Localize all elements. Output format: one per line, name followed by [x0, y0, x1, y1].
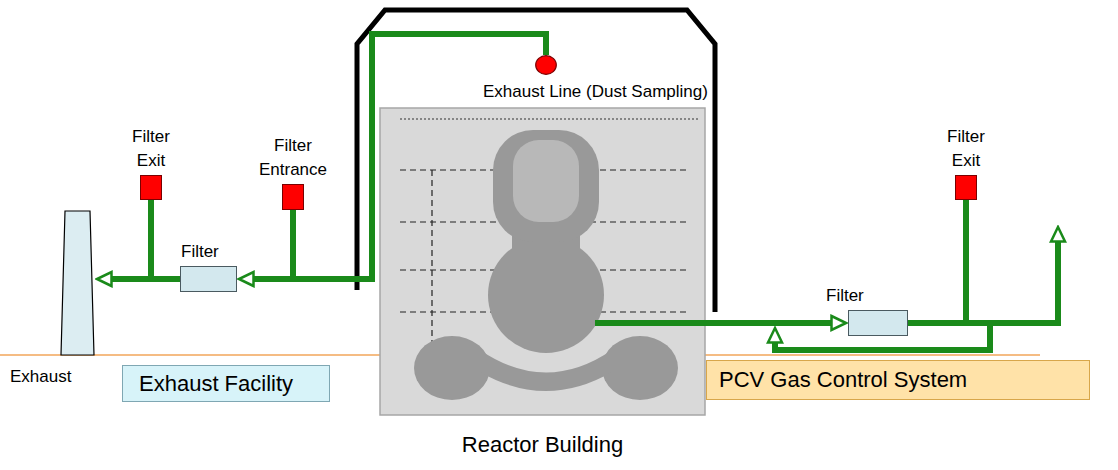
label-holder: Exhaust Line (Dust Sampling) — [483, 82, 708, 102]
part-label: Filter Entrance — [250, 134, 336, 183]
stack-shape — [60, 210, 95, 355]
sampling-point: Filter Exit — [140, 175, 162, 200]
filter-box: Filter — [180, 266, 237, 292]
reactor-illustration — [380, 108, 705, 415]
pipe-connector — [705, 320, 835, 326]
sampling-ellipse — [535, 55, 557, 75]
label-holder: PCV Gas Control System — [719, 367, 967, 393]
part-label: Filter Exit — [119, 125, 183, 174]
filter-box: Filter — [848, 310, 908, 336]
dust-sampling-point: Exhaust Line (Dust Sampling) — [535, 55, 557, 75]
label-holder: Filter — [181, 242, 219, 262]
label-holder: Filter Entrance — [250, 134, 336, 183]
label-holder: Reactor Building — [380, 432, 705, 458]
label-holder: Exhaust Facility — [139, 371, 293, 397]
reactor-building: Reactor Building — [380, 108, 705, 415]
part-label: Exhaust — [10, 367, 71, 387]
pipe-connector — [908, 200, 966, 323]
exhaust-stack: Exhaust — [60, 210, 95, 355]
label-holder: Filter Exit — [934, 125, 998, 174]
part-label: Exhaust Line (Dust Sampling) — [483, 82, 708, 102]
part-label: Filter — [826, 286, 864, 306]
system-title: Exhaust Facility — [139, 371, 293, 397]
part-label: Reactor Building — [462, 432, 623, 458]
sampling-point: Filter Entrance — [282, 184, 304, 210]
part-label: Filter — [181, 242, 219, 262]
system-panel: PCV Gas Control System — [706, 360, 1090, 400]
label-holder: Filter Exit — [119, 125, 183, 174]
part-label: Filter Exit — [934, 125, 998, 174]
system-panel: Exhaust Facility — [122, 365, 330, 402]
system-title: PCV Gas Control System — [719, 367, 967, 393]
pipe-connector — [151, 200, 180, 279]
label-holder: Filter — [826, 286, 864, 306]
pipe — [905, 238, 1058, 323]
label-holder: Exhaust — [10, 367, 71, 387]
sampling-point: Filter Exit — [955, 175, 977, 200]
